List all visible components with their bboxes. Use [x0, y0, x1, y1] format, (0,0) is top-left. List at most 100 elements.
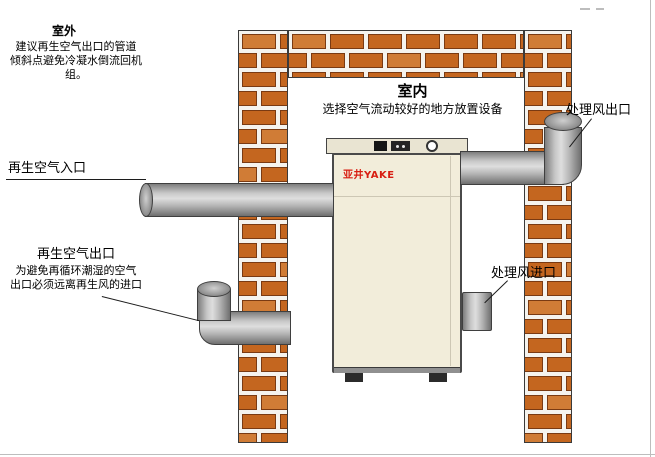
brick — [289, 53, 307, 68]
label-indoor-title: 室内 — [397, 82, 428, 100]
brick — [239, 243, 257, 258]
brick — [547, 205, 571, 220]
brick — [242, 72, 276, 87]
brick — [261, 167, 287, 182]
brick — [566, 262, 571, 277]
label-process-inlet: 处理风进口 — [491, 266, 557, 281]
brick — [292, 34, 326, 49]
brick — [280, 34, 287, 49]
brick — [528, 262, 562, 277]
unit-foot-right — [429, 373, 447, 382]
power-switch — [374, 141, 387, 151]
label-regen-inlet: 再生空气入口 — [8, 161, 87, 176]
brick — [261, 243, 287, 258]
brick — [239, 91, 257, 106]
brick — [528, 186, 562, 201]
brick — [280, 110, 287, 125]
label-regen-outlet-note2: 出口必须远离再生风的进口 — [10, 278, 142, 292]
brick — [261, 357, 287, 372]
brick — [566, 300, 571, 315]
wall-top-beam — [288, 30, 524, 78]
label-indoor-note: 选择空气流动较好的地方放置设备 — [322, 101, 503, 116]
brick — [280, 148, 287, 163]
brick — [261, 53, 287, 68]
brick — [239, 129, 257, 144]
brick — [525, 433, 543, 442]
brick — [444, 34, 478, 49]
wall-left-column — [238, 30, 288, 443]
brick — [242, 262, 276, 277]
label-regen-outlet: 再生空气出口 为避免再循环潮湿的空气 出口必须远离再生风的进口 — [0, 247, 152, 292]
brick — [242, 224, 276, 239]
wall-right-column — [524, 30, 572, 443]
brick — [261, 433, 287, 442]
brick — [525, 129, 543, 144]
unit-base — [334, 367, 460, 373]
display-dot — [402, 144, 405, 148]
control-display — [391, 141, 410, 151]
scan-edge-right — [650, 0, 651, 457]
brick — [368, 34, 402, 49]
regen-outlet-pipe-cap — [197, 281, 231, 297]
brick — [547, 243, 571, 258]
brand-logo: 亚井YAKE — [343, 170, 395, 181]
brick — [525, 357, 543, 372]
brick — [482, 72, 516, 77]
brick — [528, 376, 562, 391]
brick — [528, 414, 562, 429]
dehumidifier-unit — [332, 153, 462, 373]
brick — [280, 262, 287, 277]
regen-inlet-pipe-cap — [139, 183, 153, 217]
brick — [311, 53, 345, 68]
brick — [292, 72, 326, 77]
brick — [547, 91, 571, 106]
brick — [528, 34, 562, 49]
brick — [566, 72, 571, 87]
label-regen-outlet-note1: 为避免再循环潮湿的空气 — [15, 263, 137, 277]
brick — [547, 433, 571, 442]
crop-mark-1 — [580, 8, 590, 10]
brick — [501, 53, 523, 68]
brick — [280, 72, 287, 87]
brick — [242, 148, 276, 163]
label-outdoor: 室外 建议再生空气出口的管道 倾斜点避免冷凝水倒流回机组。 — [0, 24, 152, 82]
brick — [261, 129, 287, 144]
brick — [525, 395, 543, 410]
brick — [242, 376, 276, 391]
label-outdoor-note1: 建议再生空气出口的管道 — [15, 39, 137, 53]
label-outdoor-title: 室外 — [52, 24, 77, 38]
brick — [547, 53, 571, 68]
brick — [387, 53, 421, 68]
door-seam — [450, 156, 451, 366]
label-regen-outlet-title: 再生空气出口 — [36, 247, 115, 262]
brick — [349, 53, 383, 68]
display-dot — [396, 144, 399, 148]
leader-regen-outlet — [101, 296, 200, 322]
brick — [566, 34, 571, 49]
brick — [242, 34, 276, 49]
brick — [261, 395, 287, 410]
brick — [239, 167, 257, 182]
brick — [482, 34, 516, 49]
brick — [528, 72, 562, 87]
brick — [520, 72, 523, 77]
brick — [280, 224, 287, 239]
brick — [520, 34, 523, 49]
brick — [239, 395, 257, 410]
brick — [528, 300, 562, 315]
brick — [330, 34, 364, 49]
leader-regen-inlet — [6, 179, 146, 180]
brick — [242, 414, 276, 429]
brick — [566, 224, 571, 239]
process-outlet-pipe-cap — [544, 112, 582, 131]
panel-seam — [334, 196, 460, 197]
brick — [528, 338, 562, 353]
scan-edge-bottom — [0, 454, 655, 455]
label-indoor: 室内 选择空气流动较好的地方放置设备 — [315, 82, 510, 117]
brick — [239, 433, 257, 442]
brick — [566, 414, 571, 429]
control-knob — [426, 140, 438, 152]
brick — [406, 72, 440, 77]
brick — [239, 357, 257, 372]
